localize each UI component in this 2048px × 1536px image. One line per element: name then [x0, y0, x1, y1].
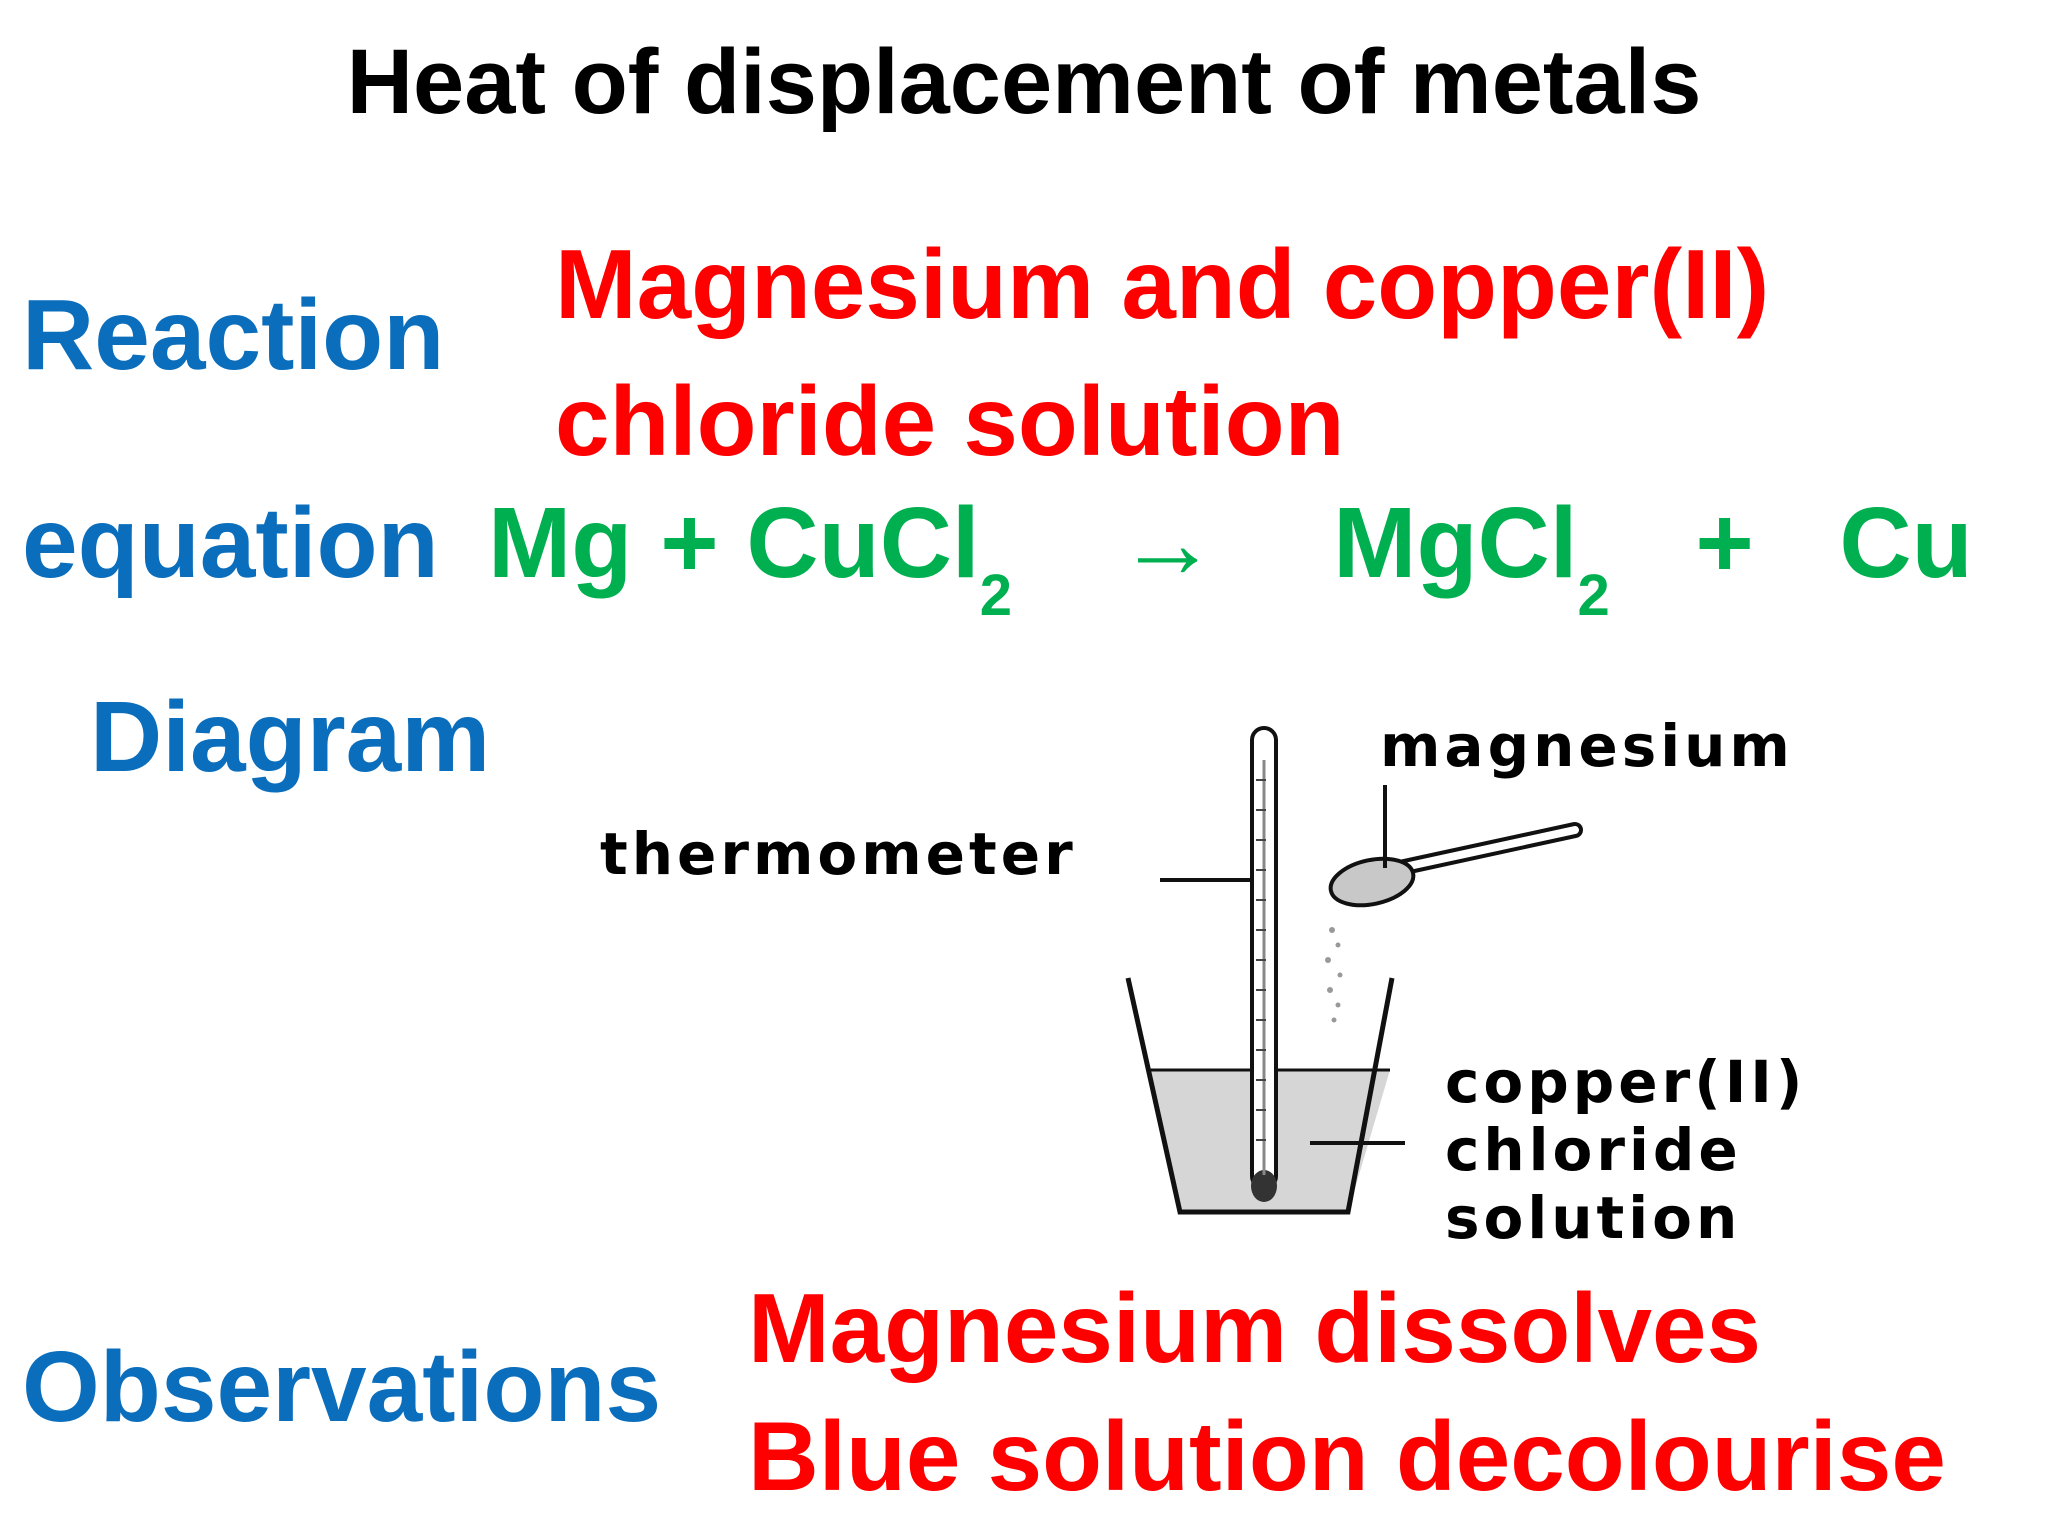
spoon-icon	[1328, 822, 1583, 908]
product-mgcl: MgCl	[1333, 487, 1578, 599]
reactant-mg: Mg	[488, 487, 633, 599]
reactant-cucl: CuCl	[746, 487, 980, 599]
subscript: 2	[979, 563, 1012, 628]
product-cu: Cu	[1839, 487, 1973, 599]
thermometer-label: thermometer	[600, 820, 1077, 888]
plus-sign: +	[1695, 487, 1754, 599]
solution-label-line-1: copper(II)	[1445, 1048, 1807, 1116]
magnesium-label: magnesium	[1380, 712, 1794, 780]
beaker	[1125, 977, 1395, 1215]
solution-label-line-3: solution	[1445, 1184, 1742, 1252]
label-equation: equation	[22, 487, 439, 599]
falling-magnesium-particles	[1325, 927, 1343, 1023]
label-observations: Observations	[22, 1331, 662, 1443]
reaction-line-1: Magnesium and copper(II)	[555, 229, 1770, 339]
plus-sign: +	[660, 487, 719, 599]
label-reaction: Reaction	[22, 279, 445, 391]
subscript: 2	[1577, 563, 1610, 628]
observation-line-2: Blue solution decolourise	[748, 1401, 1946, 1511]
page-title: Heat of displacement of metals	[346, 31, 1702, 133]
solution-label-line-2: chloride	[1445, 1116, 1742, 1184]
chemical-equation: Mg + CuCl2 → MgCl2 + Cu	[488, 486, 1973, 628]
reaction-line-2: chloride solution	[555, 366, 1345, 476]
label-diagram: Diagram	[90, 681, 491, 793]
observation-line-1: Magnesium dissolves	[748, 1273, 1762, 1383]
arrow-icon: →	[1117, 487, 1218, 599]
thermometer-icon	[1250, 726, 1278, 1202]
